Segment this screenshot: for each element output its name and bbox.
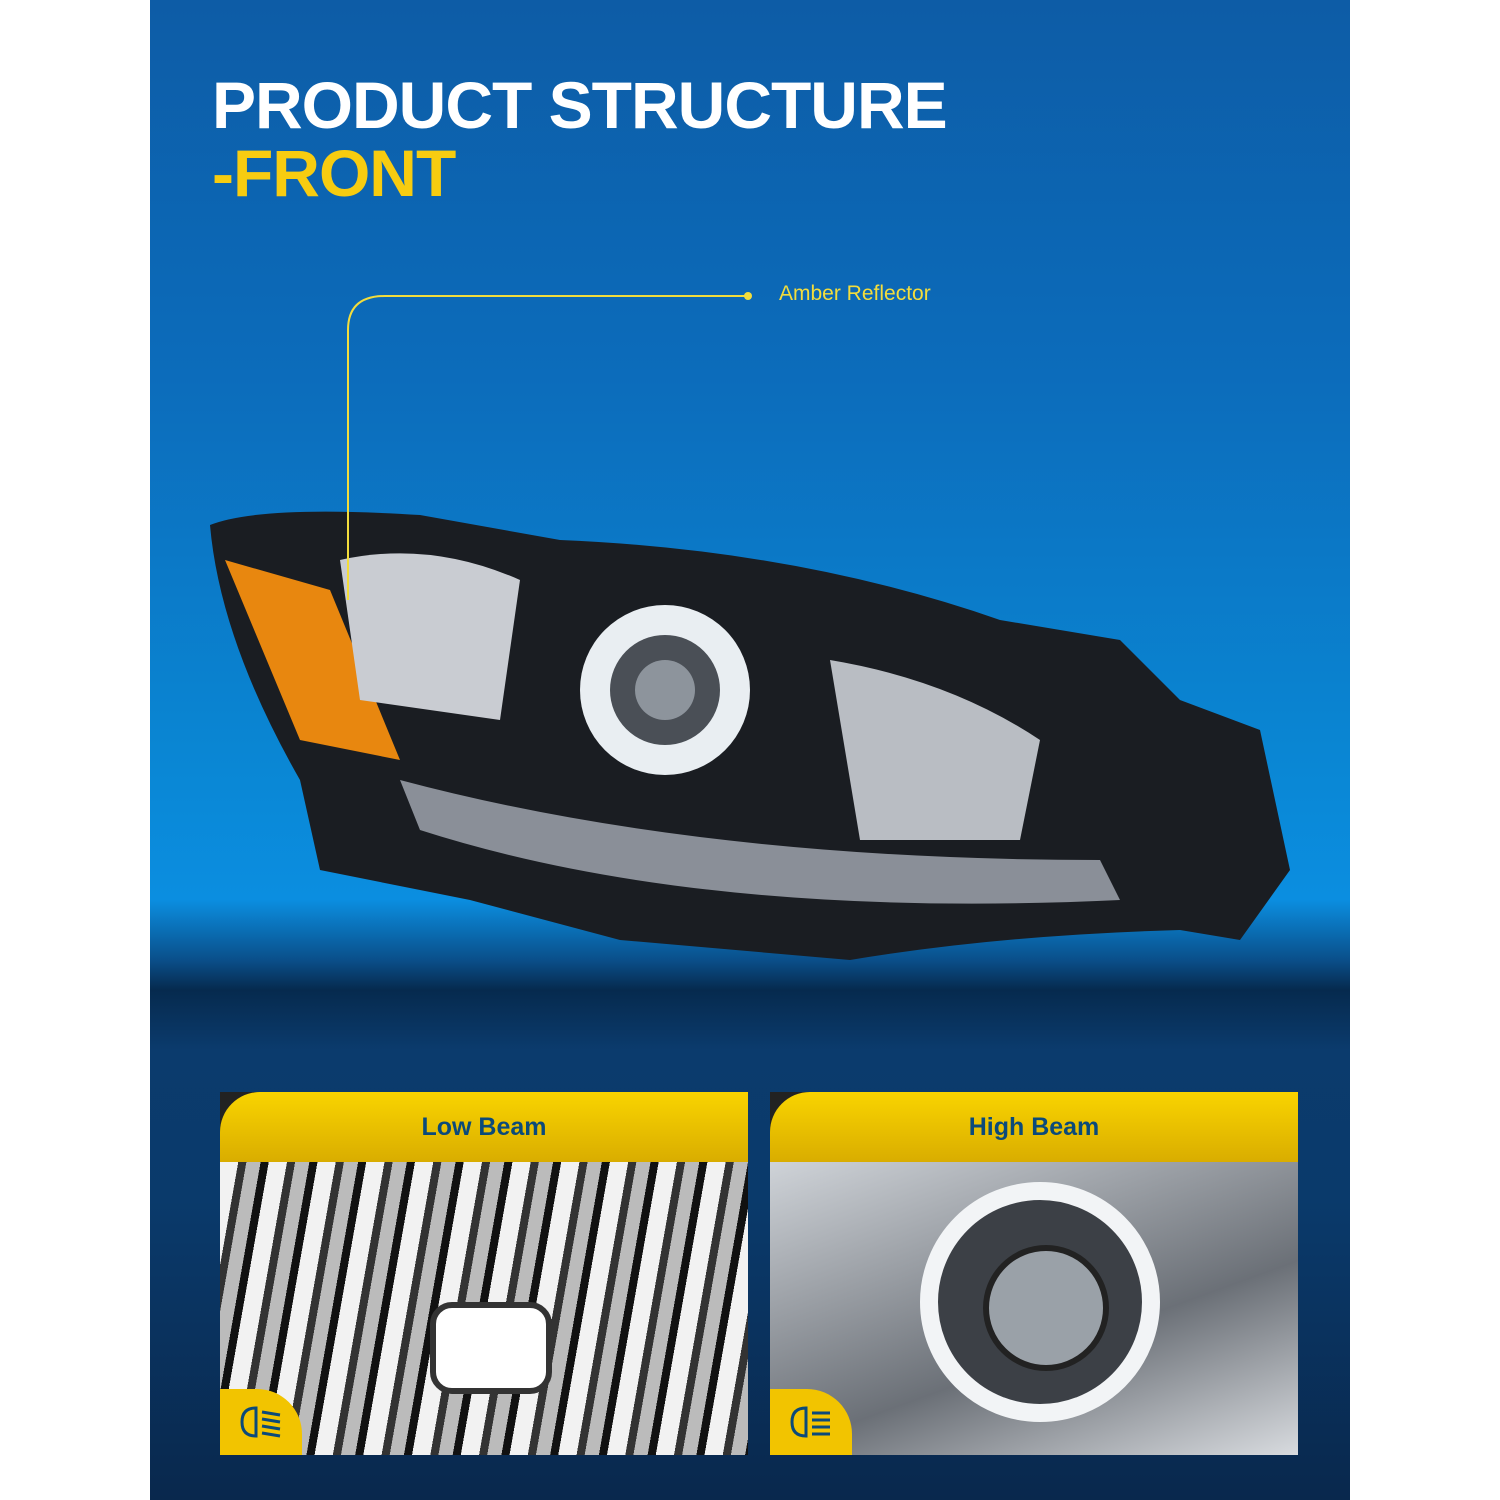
- high-beam-photo: [770, 1162, 1298, 1455]
- headlight-image: [210, 292, 1290, 960]
- low-beam-card: Low Beam: [220, 1092, 748, 1455]
- low-beam-photo: [220, 1162, 748, 1455]
- high-beam-card: High Beam: [770, 1092, 1298, 1455]
- callout-line: [347, 295, 748, 600]
- high-beam-label: High Beam: [770, 1092, 1298, 1162]
- callout-amber-reflector: Amber Reflector: [779, 282, 931, 305]
- page-subtitle: -FRONT: [212, 136, 456, 210]
- low-beam-label: Low Beam: [220, 1092, 748, 1162]
- page-title: PRODUCT STRUCTURE: [212, 68, 948, 142]
